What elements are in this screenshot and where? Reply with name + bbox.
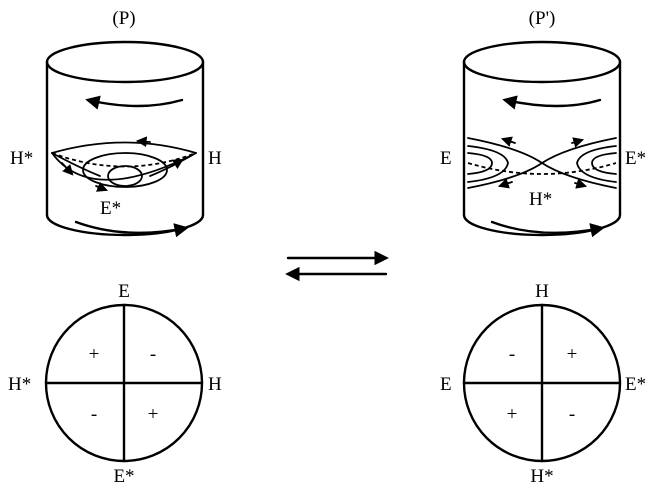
right-sign-bottom-right: - bbox=[569, 404, 575, 425]
right-phase-circle bbox=[462, 303, 622, 463]
right-sign-top-right: + bbox=[567, 344, 578, 365]
left-sign-bottom-left: - bbox=[91, 404, 97, 425]
left-title: (P) bbox=[112, 8, 135, 29]
right-cylinder-label-bottom: H* bbox=[529, 189, 552, 210]
right-circle-label-bottom: H* bbox=[530, 466, 553, 487]
right-cylinder bbox=[462, 40, 622, 238]
right-sign-bottom-left: + bbox=[507, 404, 518, 425]
left-bottom-flow-arrow bbox=[74, 220, 189, 238]
left-sign-top-left: + bbox=[89, 344, 100, 365]
left-sign-bottom-right: + bbox=[148, 404, 159, 425]
right-cylinder-label-left: E bbox=[440, 148, 452, 169]
left-panel: (P) H* H bbox=[8, 8, 222, 487]
left-phase-circle bbox=[44, 303, 204, 463]
left-cylinder bbox=[45, 40, 205, 238]
left-top-flow-arrow bbox=[85, 95, 184, 110]
right-circle-label-right: E* bbox=[625, 374, 646, 395]
left-cylinder-label-bottom: E* bbox=[100, 198, 121, 219]
right-circle-label-left: E bbox=[440, 374, 452, 395]
right-sign-top-left: - bbox=[509, 344, 515, 365]
right-bottom-flow-arrow bbox=[490, 220, 605, 238]
left-cylinder-label-right: H bbox=[208, 148, 222, 169]
right-circle-label-top: H bbox=[535, 281, 549, 302]
left-sign-top-right: - bbox=[150, 344, 156, 365]
right-panel: (P') E E* bbox=[440, 8, 646, 487]
left-circle-label-top: E bbox=[118, 281, 130, 302]
left-cylinder-label-left: H* bbox=[10, 148, 33, 169]
left-circle-label-left: H* bbox=[8, 374, 31, 395]
right-title: (P') bbox=[529, 8, 556, 29]
equilibrium-arrows bbox=[285, 250, 389, 282]
right-cylinder-label-right: E* bbox=[625, 148, 646, 169]
left-circle-label-bottom: E* bbox=[113, 466, 134, 487]
left-circle-label-right: H bbox=[208, 374, 222, 395]
right-top-flow-arrow bbox=[502, 95, 602, 110]
